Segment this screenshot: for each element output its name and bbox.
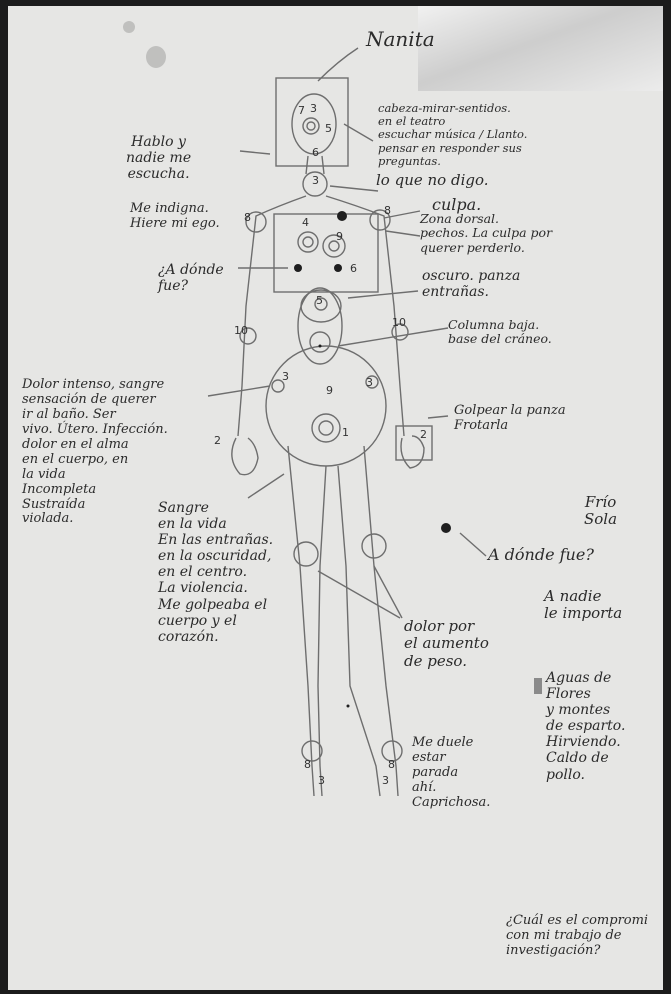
marker-number: 3 bbox=[310, 102, 317, 115]
note-adonde-fue: A dónde fue? bbox=[488, 546, 594, 564]
marker-number: 5 bbox=[325, 122, 332, 135]
note-aguas: Aguas de Flores y montes de esparto. Hir… bbox=[546, 670, 625, 783]
marker-number: 10 bbox=[234, 324, 248, 337]
note-dolor-peso: dolor por el aumento de peso. bbox=[404, 618, 489, 670]
note-duele: Me duele estar parada ahí. Caprichosa. bbox=[412, 736, 490, 811]
note-zona-dorsal: Zona dorsal. pechos. La culpa por querer… bbox=[420, 212, 552, 255]
note-adonde: ¿A dónde fue? bbox=[158, 262, 224, 294]
marker-number: 5 bbox=[316, 294, 323, 307]
note-cabeza: cabeza-mirar-sentidos. en el teatro escu… bbox=[378, 102, 527, 168]
note-sangre: Sangre en la vida En las entrañas. en la… bbox=[158, 500, 273, 645]
marker-number: 2 bbox=[420, 428, 427, 441]
note-golpear: Golpear la panza Frotarla bbox=[454, 404, 566, 434]
note-indigna: Me indigna. Hiere mi ego. bbox=[130, 202, 220, 232]
title-label: Nanita bbox=[366, 28, 435, 51]
note-habla: Hablo y nadie me escucha. bbox=[126, 134, 191, 182]
marker-number: 8 bbox=[388, 758, 395, 771]
marker-number: 3 bbox=[312, 174, 319, 187]
note-columna: Columna baja. base del cráneo. bbox=[448, 318, 552, 347]
marker-number: 7 bbox=[298, 104, 305, 117]
marker-number: 1 bbox=[342, 426, 349, 439]
marker-number: 8 bbox=[384, 204, 391, 217]
note-compromiso: ¿Cuál es el compromi con mi trabajo de i… bbox=[506, 914, 648, 959]
paper-sheet: 7 3 5 6 3 4 9 6 8 8 5 10 10 3 3 9 1 2 2 … bbox=[8, 6, 663, 990]
marker-number: 6 bbox=[350, 262, 357, 275]
note-oscuro: oscuro. panza entrañas. bbox=[422, 268, 520, 300]
note-no-digo: lo que no digo. bbox=[376, 172, 489, 189]
marker-number: 4 bbox=[302, 216, 309, 229]
note-frio: Frío Sola bbox=[584, 494, 617, 529]
marker-number: 3 bbox=[366, 376, 373, 389]
marker-number: 8 bbox=[244, 211, 251, 224]
marker-number: 3 bbox=[282, 370, 289, 383]
note-nadie: A nadie le importa bbox=[544, 588, 622, 623]
marker-number: 3 bbox=[382, 774, 389, 787]
marker-number: 9 bbox=[336, 230, 343, 243]
marker-number: 3 bbox=[318, 774, 325, 787]
note-dolor-intenso: Dolor intenso, sangre sensación de quere… bbox=[22, 378, 168, 527]
marker-number: 6 bbox=[312, 146, 319, 159]
marker-number: 8 bbox=[304, 758, 311, 771]
marker-number: 9 bbox=[326, 384, 333, 397]
marker-number: 2 bbox=[214, 434, 221, 447]
marker-number: 10 bbox=[392, 316, 406, 329]
